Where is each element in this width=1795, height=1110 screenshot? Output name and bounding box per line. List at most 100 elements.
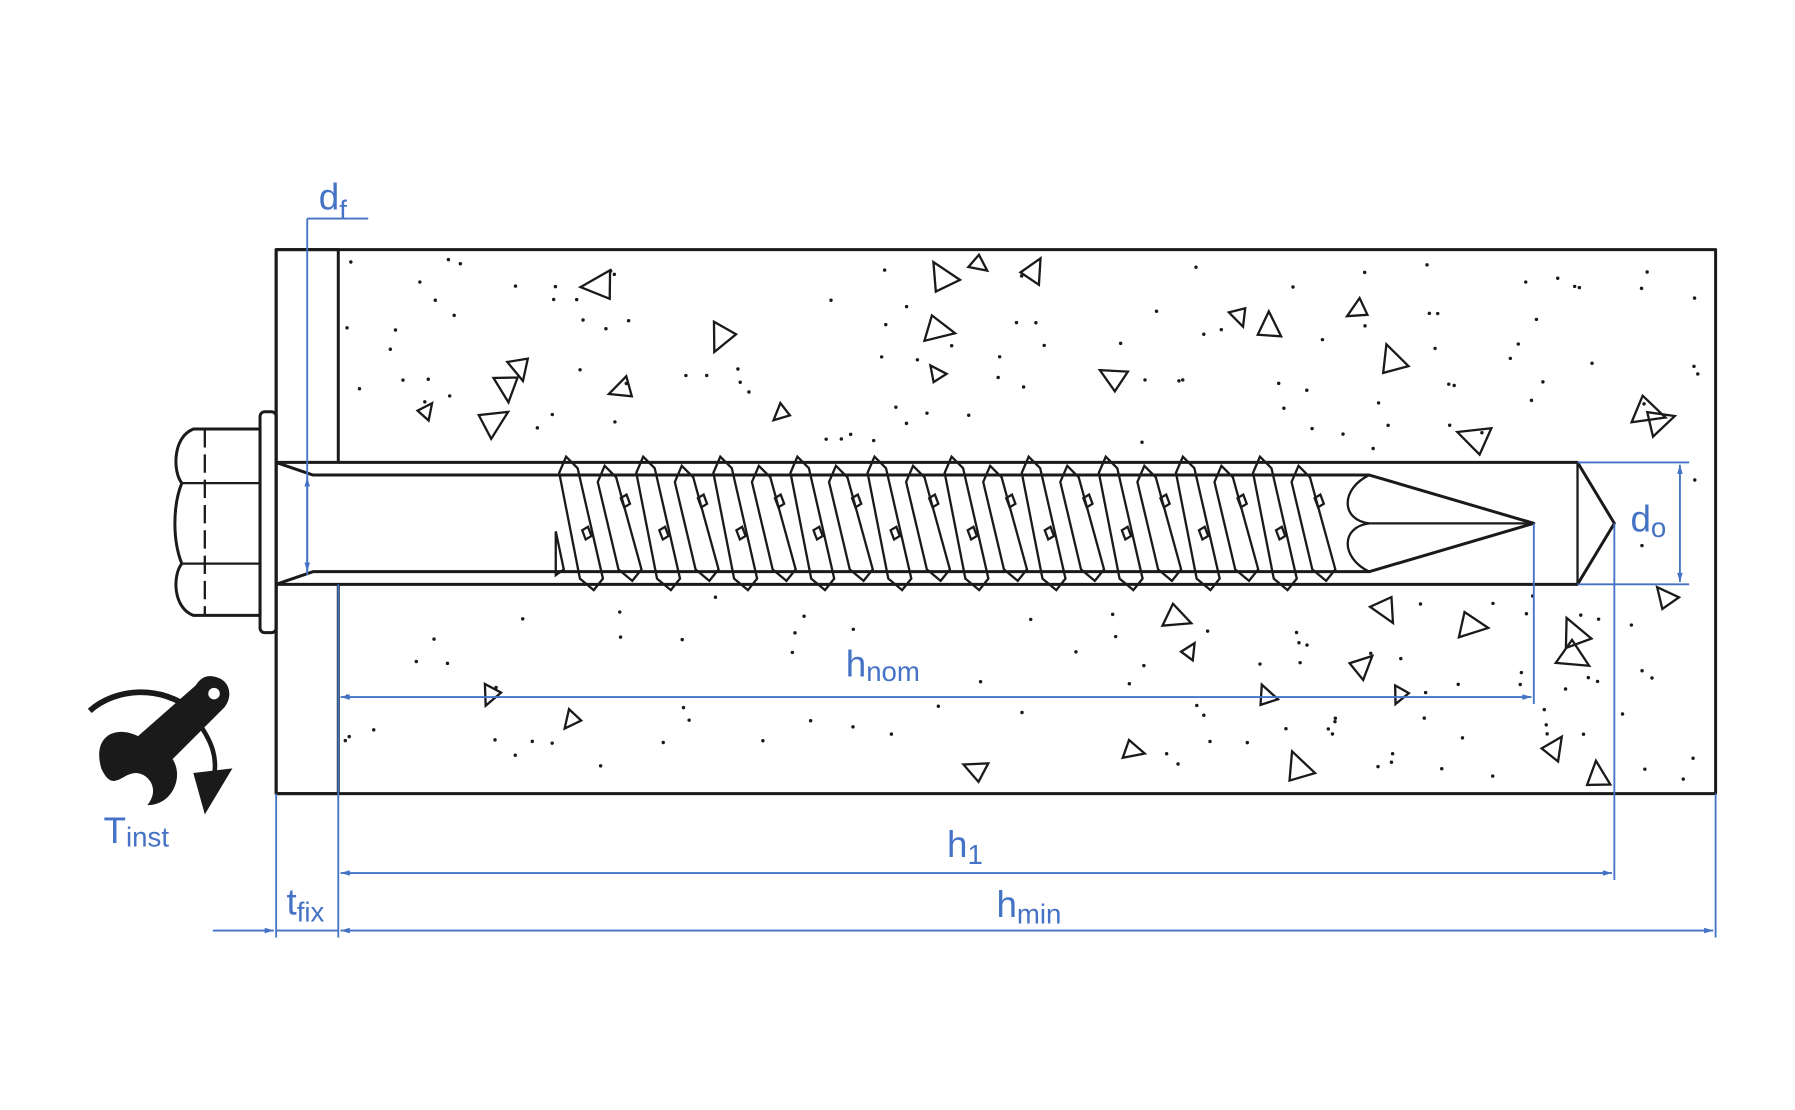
aggregate-dot bbox=[1176, 762, 1180, 766]
label-tfix: tfix bbox=[287, 881, 325, 927]
aggregate-dot bbox=[1390, 752, 1395, 756]
aggregate-dot bbox=[1579, 613, 1583, 617]
aggregate-dot bbox=[1029, 617, 1033, 622]
aggregate-dot bbox=[1205, 629, 1210, 633]
aggregate-stone bbox=[1454, 426, 1494, 457]
aggregate-dot bbox=[1389, 760, 1394, 765]
aggregate-dot bbox=[894, 405, 898, 409]
aggregate-dot bbox=[1164, 752, 1169, 756]
aggregate-stone bbox=[771, 400, 792, 422]
aggregate-dot bbox=[904, 304, 909, 309]
aggregate-stone bbox=[1259, 682, 1281, 707]
aggregate-dot bbox=[808, 719, 813, 723]
aggregate-dot bbox=[1447, 423, 1452, 427]
dimensions bbox=[212, 217, 1717, 938]
aggregate-dot bbox=[1681, 777, 1685, 781]
aggregate-dot bbox=[997, 355, 1002, 359]
aggregate-stone bbox=[1393, 683, 1411, 707]
aggregate-dot bbox=[513, 753, 517, 757]
aggregate-dot bbox=[1194, 265, 1198, 269]
thread-flank bbox=[1213, 463, 1260, 583]
aggregate-dot bbox=[966, 413, 971, 417]
aggregate-stone bbox=[1367, 595, 1395, 626]
aggregate-dot bbox=[1620, 712, 1625, 716]
aggregate-dot bbox=[1143, 378, 1147, 382]
aggregate-dot bbox=[1581, 732, 1586, 736]
aggregate-dot bbox=[1310, 426, 1314, 431]
aggregate-dot bbox=[604, 327, 608, 331]
thread-notch bbox=[966, 525, 979, 542]
aggregate-dot bbox=[1195, 703, 1199, 708]
aggregate-stone bbox=[505, 357, 530, 384]
aggregate-dot bbox=[1113, 634, 1118, 639]
aggregate-dot bbox=[824, 437, 828, 441]
thread-flank bbox=[789, 454, 836, 592]
aggregate-dot bbox=[1586, 675, 1591, 680]
aggregate-dot bbox=[401, 378, 405, 382]
thread-flank bbox=[1020, 454, 1067, 592]
aggregate-dot bbox=[1181, 378, 1185, 382]
aggregate-dot bbox=[418, 280, 422, 284]
aggregate-dot bbox=[879, 355, 884, 359]
thread-flank bbox=[1059, 463, 1106, 583]
aggregate-dot bbox=[1142, 663, 1146, 668]
aggregate-stone bbox=[1539, 734, 1564, 764]
aggregate-dot bbox=[414, 659, 419, 664]
thread-notch bbox=[657, 525, 670, 542]
aggregate-dot bbox=[1563, 687, 1568, 691]
aggregate-dot bbox=[1294, 630, 1299, 635]
aggregate-stone bbox=[415, 401, 434, 423]
aggregate-dot bbox=[1219, 327, 1224, 332]
thread-flank bbox=[750, 463, 797, 583]
aggregate-dot bbox=[1423, 690, 1428, 695]
aggregate-dot bbox=[423, 400, 427, 404]
aggregate-dot bbox=[1518, 682, 1522, 687]
aggregate-dot bbox=[1154, 309, 1159, 313]
aggregate-dot bbox=[612, 272, 617, 277]
thread-notch bbox=[1274, 525, 1287, 542]
aggregate-dot bbox=[345, 326, 349, 330]
aggregate-dot bbox=[1692, 296, 1697, 300]
aggregate-dot bbox=[1282, 406, 1286, 410]
thread-flank bbox=[827, 463, 875, 583]
aggregate-stone bbox=[1347, 654, 1375, 683]
thread-flank bbox=[635, 454, 682, 592]
aggregate-dot bbox=[1177, 379, 1181, 383]
aggregate-dot bbox=[1422, 716, 1426, 720]
aggregate-dot bbox=[1640, 543, 1644, 548]
aggregate-dot bbox=[1572, 284, 1577, 289]
thread-notch bbox=[696, 492, 709, 509]
aggregate-dot bbox=[1291, 285, 1295, 289]
aggregate-dot bbox=[747, 390, 751, 394]
aggregate-dot bbox=[452, 313, 456, 318]
aggregate-dot bbox=[1376, 764, 1380, 769]
aggregate-dot bbox=[704, 373, 709, 378]
aggregate-dot bbox=[372, 728, 376, 732]
aggregate-dot bbox=[1460, 736, 1465, 740]
aggregate-dot bbox=[1440, 766, 1444, 771]
aggregate-dot bbox=[550, 412, 555, 417]
thread-notch bbox=[850, 492, 863, 509]
aggregate-dot bbox=[936, 704, 941, 708]
aggregate-dot bbox=[1544, 723, 1548, 727]
aggregate-dot bbox=[1545, 732, 1549, 736]
aggregate-dot bbox=[1595, 679, 1600, 684]
aggregate-stone bbox=[922, 313, 958, 343]
aggregate-dot bbox=[1491, 601, 1495, 606]
concrete-screw bbox=[173, 410, 1536, 635]
aggregate-dot bbox=[978, 680, 983, 684]
aggregate-dot bbox=[829, 298, 833, 302]
aggregate-stone bbox=[1160, 601, 1194, 627]
aggregate-dot bbox=[1629, 623, 1634, 627]
aggregate-dot bbox=[1118, 341, 1123, 346]
aggregate-dot bbox=[736, 367, 740, 371]
aggregate-stone bbox=[483, 681, 504, 709]
aggregate-dot bbox=[393, 328, 398, 332]
aggregate-dot bbox=[851, 627, 856, 632]
aggregate-dot bbox=[1427, 311, 1432, 316]
aggregate-dot bbox=[1693, 478, 1697, 482]
aggregate-dot bbox=[1534, 317, 1539, 322]
aggregate-dot bbox=[445, 661, 450, 666]
aggregate-dot bbox=[738, 380, 742, 384]
aggregate-dot bbox=[1042, 343, 1046, 348]
